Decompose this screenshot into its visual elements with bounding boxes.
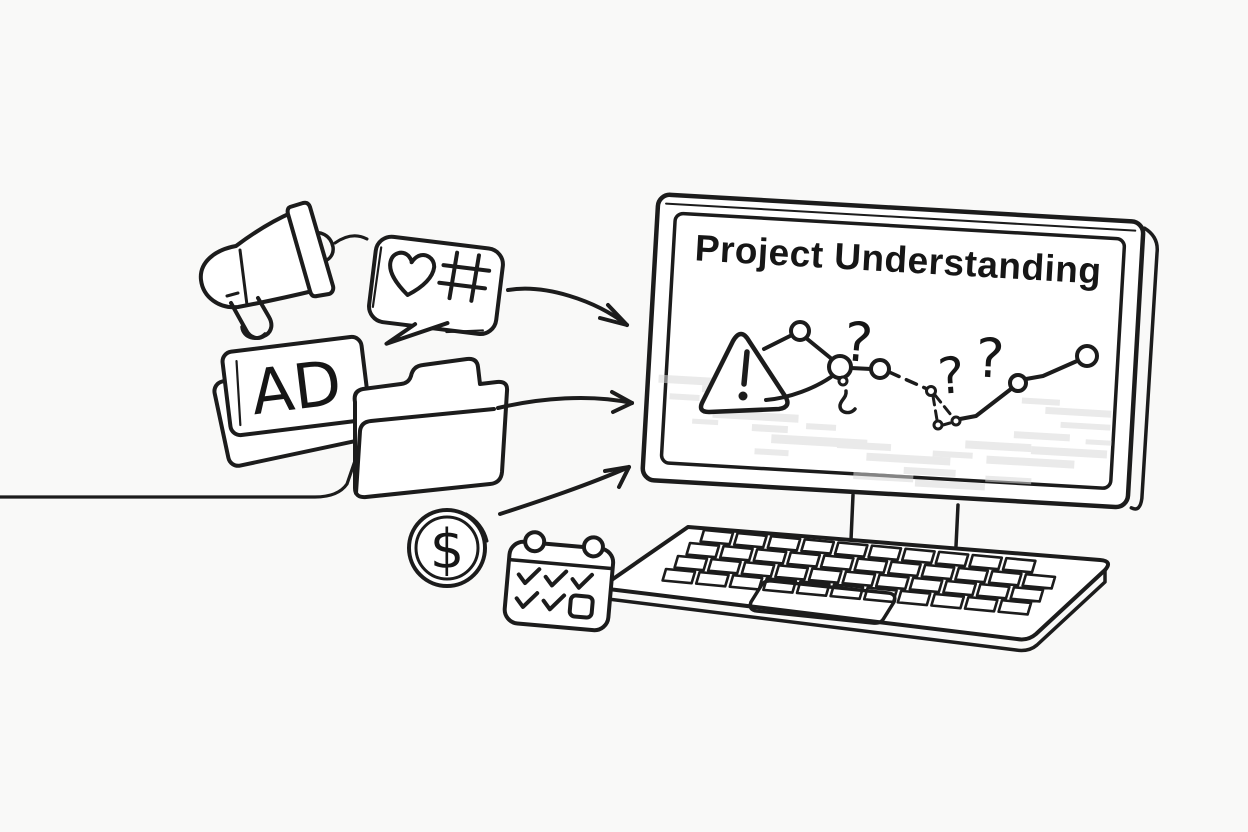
uncertain-trend-chart-icon: ? ? ? — [762, 310, 1099, 431]
arrow-top — [506, 286, 629, 327]
chart-node — [789, 320, 811, 342]
megaphone-icon — [198, 200, 336, 340]
heart-icon — [388, 250, 437, 297]
calendar-checklist-icon — [502, 530, 616, 633]
dollar-coin-icon: $ — [407, 508, 489, 588]
question-mark: ? — [841, 310, 875, 375]
sketch-connector — [333, 234, 369, 245]
chart-node — [932, 419, 944, 431]
warning-triangle-icon — [698, 331, 790, 415]
calendar-ring — [523, 530, 547, 554]
hashtag-icon — [437, 250, 492, 303]
arrow-middle — [496, 390, 634, 414]
chart-node — [1075, 344, 1099, 368]
sketch-hook — [240, 325, 267, 340]
chart-node — [925, 385, 937, 397]
chart-node — [950, 415, 962, 427]
chart-node — [1008, 373, 1028, 393]
question-mark: ? — [936, 346, 967, 406]
flow-line — [0, 450, 360, 499]
social-speech-bubble-icon — [367, 234, 505, 346]
laptop-icon: Project Understanding — [598, 192, 1159, 653]
dollar-symbol: $ — [430, 518, 464, 581]
flow-arrows — [496, 286, 634, 516]
calendar-ring — [581, 535, 605, 559]
arrow-bottom — [498, 465, 631, 516]
trackpad — [748, 579, 897, 625]
calendar-empty-checkbox — [567, 593, 595, 620]
ad-card-label: AD — [247, 346, 345, 429]
folder-icon — [352, 356, 510, 500]
ad-card-icon: AD — [212, 325, 372, 468]
monitor-stand — [849, 493, 960, 548]
redacted-text-lines — [658, 374, 1112, 491]
laptop-deck-edge — [598, 568, 1107, 653]
question-mark: ? — [974, 326, 1006, 390]
screen-content: ? ? ? — [658, 310, 1112, 491]
chart-node — [869, 358, 891, 380]
calendar-checkmarks — [514, 567, 595, 620]
